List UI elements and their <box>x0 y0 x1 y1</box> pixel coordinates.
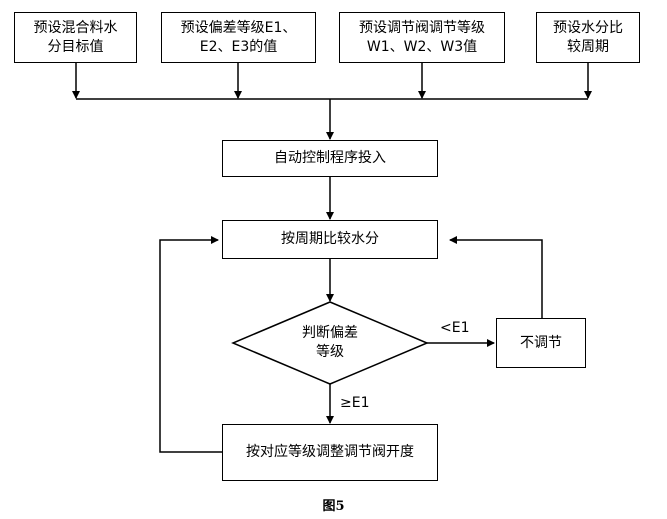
auto-control-start-box: 自动控制程序投入 <box>222 140 438 177</box>
greater-equal-e1-label: ≥E1 <box>340 395 370 411</box>
periodic-compare-box: 按周期比较水分 <box>222 220 438 259</box>
decision-diamond <box>231 301 429 385</box>
decision-label: 判断偏差 等级 <box>302 325 358 360</box>
adjust-feedback-arrow <box>159 236 222 453</box>
preset-compare-period-box: 预设水分比 较周期 <box>536 12 640 63</box>
no-adjust-box: 不调节 <box>496 318 586 368</box>
noadjust-feedback-arrow <box>449 236 543 318</box>
preset-deviation-levels-box: 预设偏差等级E1、 E2、E3的值 <box>161 12 316 63</box>
adjust-valve-box: 按对应等级调整调节阀开度 <box>222 424 438 481</box>
less-than-e1-label: <E1 <box>440 320 470 336</box>
preset-moisture-target-box: 预设混合料水 分目标值 <box>14 12 137 63</box>
figure-caption: 图5 <box>322 499 345 514</box>
preset-valve-levels-box: 预设调节阀调节等级 W1、W2、W3值 <box>339 12 505 63</box>
